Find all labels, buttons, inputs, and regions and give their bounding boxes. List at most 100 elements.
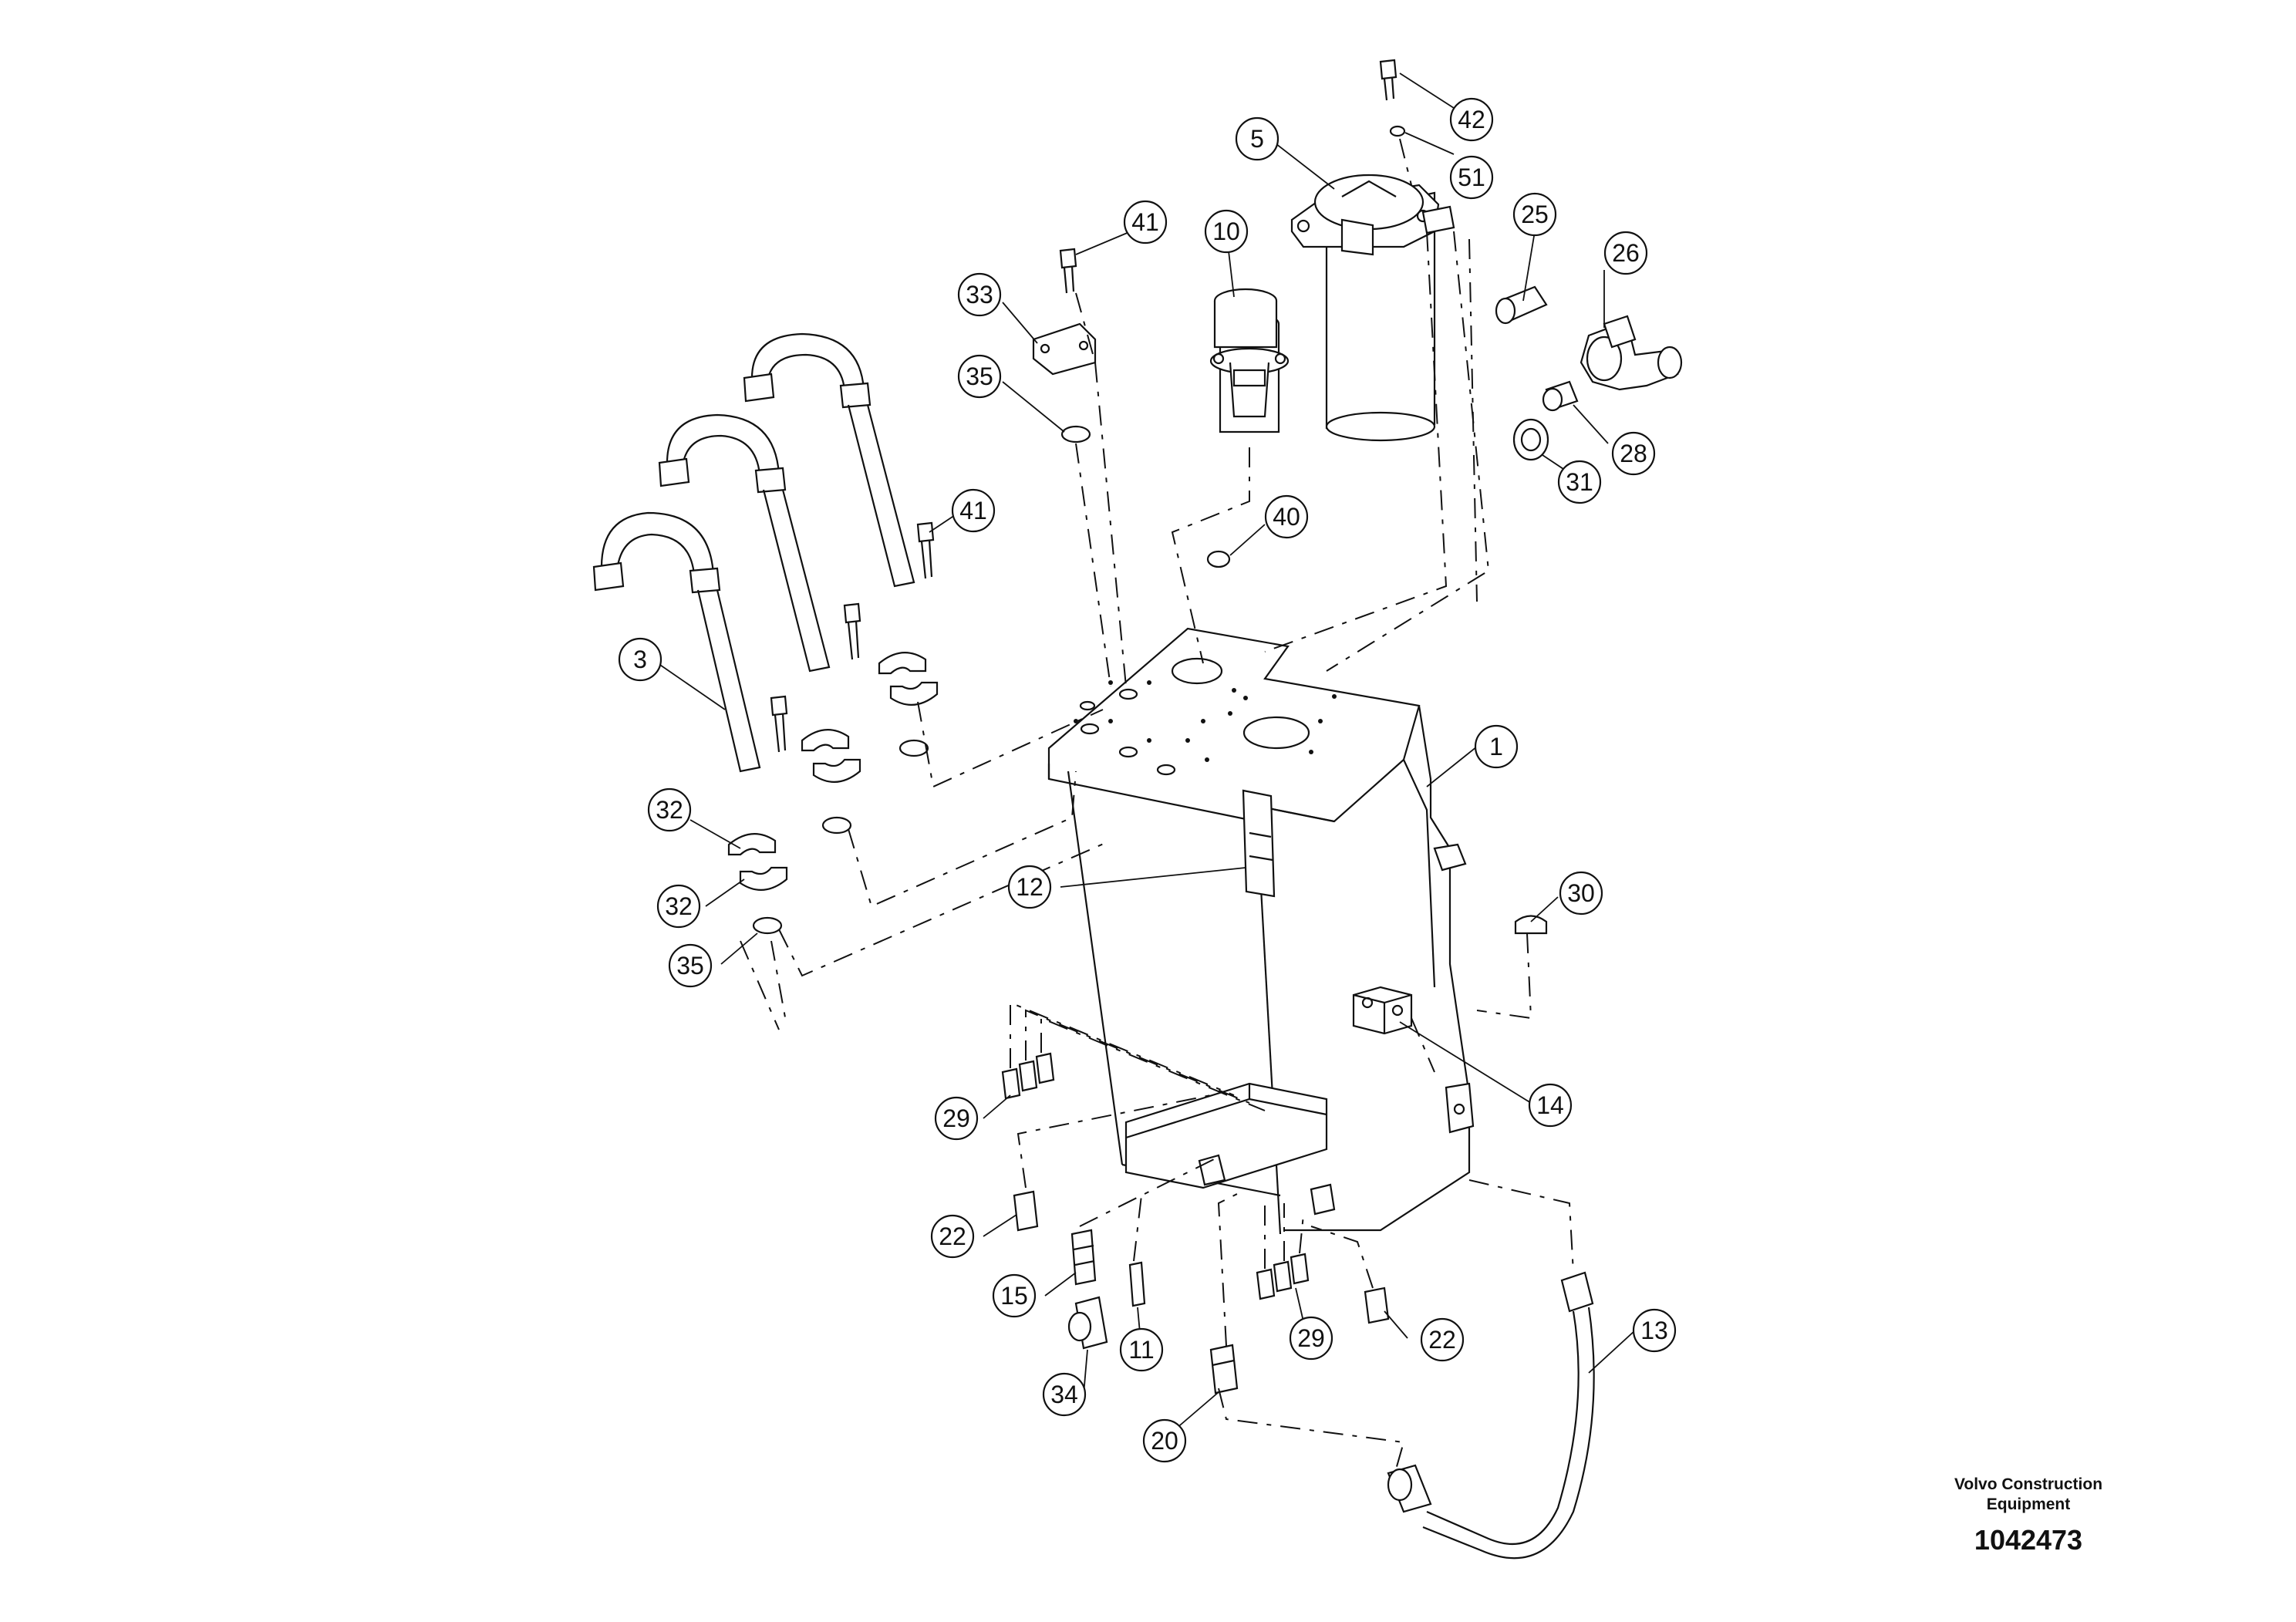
callout-1: 1 <box>1474 724 1519 769</box>
assembly-lines <box>740 138 1574 1470</box>
callout-number: 12 <box>1016 873 1043 901</box>
callout-22: 22 <box>930 1214 975 1259</box>
callout-28: 28 <box>1611 431 1656 476</box>
callout-circle <box>1289 1316 1333 1361</box>
callout-33: 33 <box>957 272 1002 317</box>
callout-circle <box>1204 209 1249 254</box>
callout-number: 33 <box>966 281 993 309</box>
flange-clamps <box>727 125 1406 935</box>
callout-circle <box>1559 871 1603 916</box>
callout-34: 34 <box>1042 1372 1087 1417</box>
callout-circle <box>668 943 713 988</box>
callout-15: 15 <box>992 1273 1037 1318</box>
callout-35: 35 <box>668 943 713 988</box>
return-filter <box>1290 174 1455 442</box>
callout-number: 10 <box>1212 218 1240 245</box>
callout-circle <box>647 787 692 832</box>
brand-block: Volvo Construction Equipment 1042473 <box>1928 1475 2129 1556</box>
callout-circle <box>930 1214 975 1259</box>
callout-circle <box>656 884 701 929</box>
callout-circle <box>957 354 1002 399</box>
callout-number: 22 <box>939 1222 966 1250</box>
callout-number: 29 <box>942 1104 970 1132</box>
callout-number: 20 <box>1151 1427 1178 1455</box>
callout-31: 31 <box>1557 460 1602 504</box>
callout-32: 32 <box>647 787 692 832</box>
callout-circle <box>1119 1327 1164 1372</box>
callout-number: 30 <box>1567 879 1595 907</box>
callout-circle <box>1474 724 1519 769</box>
fittings-lower <box>1001 1052 1390 1394</box>
callout-circle <box>951 488 996 533</box>
callout-circle <box>1042 1372 1087 1417</box>
callout-32: 32 <box>656 884 701 929</box>
callout-number: 41 <box>959 497 987 524</box>
callout-circle <box>1235 116 1279 161</box>
callout-number: 26 <box>1612 239 1640 267</box>
callout-number: 35 <box>676 952 704 980</box>
callout-circle <box>1142 1418 1187 1463</box>
hydraulic-tank <box>1047 627 1475 1235</box>
callout-number: 34 <box>1050 1381 1078 1408</box>
callout-number: 11 <box>1128 1336 1154 1364</box>
callout-number: 31 <box>1566 468 1593 496</box>
callout-circle <box>1632 1308 1677 1353</box>
bolts <box>770 59 1397 753</box>
callout-11: 11 <box>1119 1327 1164 1372</box>
callout-20: 20 <box>1142 1418 1187 1463</box>
callout-5: 5 <box>1235 116 1279 161</box>
callout-number: 25 <box>1521 201 1549 228</box>
callout-22: 22 <box>1420 1317 1465 1362</box>
callout-circle <box>992 1273 1037 1318</box>
callout-41: 41 <box>1123 200 1168 244</box>
callout-circle <box>1611 431 1656 476</box>
callout-number: 40 <box>1273 503 1300 531</box>
suction-pipes <box>592 332 915 773</box>
callout-number: 42 <box>1458 106 1485 133</box>
callout-circle <box>1557 460 1602 504</box>
callout-number: 14 <box>1536 1091 1564 1119</box>
drain-hose <box>1387 1271 1595 1560</box>
callout-51: 51 <box>1449 155 1494 200</box>
callout-number: 29 <box>1297 1324 1325 1352</box>
callout-29: 29 <box>934 1096 979 1141</box>
callout-circle <box>1512 192 1557 237</box>
brand-name-line1: Volvo Construction <box>1954 1475 2103 1493</box>
callout-40: 40 <box>1264 494 1309 539</box>
callout-number: 1 <box>1489 733 1503 760</box>
fittings-upper-right <box>1495 285 1683 935</box>
drawing-number: 1042473 <box>1974 1524 2083 1556</box>
callout-circle <box>1528 1083 1573 1128</box>
callout-circle <box>1603 231 1648 275</box>
callout-number: 22 <box>1428 1326 1456 1354</box>
callout-number: 51 <box>1458 164 1485 191</box>
callout-13: 13 <box>1632 1308 1677 1353</box>
callout-41: 41 <box>951 488 996 533</box>
brand-name-line2: Equipment <box>1986 1496 2071 1513</box>
callout-number: 32 <box>665 892 693 920</box>
callout-26: 26 <box>1603 231 1648 275</box>
callout-circle <box>1264 494 1309 539</box>
callout-42: 42 <box>1449 97 1494 142</box>
callout-number: 5 <box>1250 125 1264 153</box>
callout-circle <box>1007 865 1052 909</box>
callout-number: 41 <box>1131 208 1159 236</box>
leader-lines <box>655 73 1636 1439</box>
callout-circle <box>1449 155 1494 200</box>
callout-30: 30 <box>1559 871 1603 916</box>
callout-number: 15 <box>1000 1282 1028 1310</box>
callout-number: 35 <box>966 363 993 390</box>
callout-3: 3 <box>618 637 663 682</box>
callout-12: 12 <box>1007 865 1052 909</box>
callout-number: 13 <box>1640 1317 1668 1344</box>
callout-circle <box>957 272 1002 317</box>
callout-10: 10 <box>1204 209 1249 254</box>
callout-circle <box>1123 200 1168 244</box>
callout-number: 32 <box>656 796 683 824</box>
callout-number: 28 <box>1620 440 1647 467</box>
plug <box>1206 550 1231 568</box>
bolt-holes <box>1074 680 1337 762</box>
callout-number: 3 <box>633 646 647 673</box>
